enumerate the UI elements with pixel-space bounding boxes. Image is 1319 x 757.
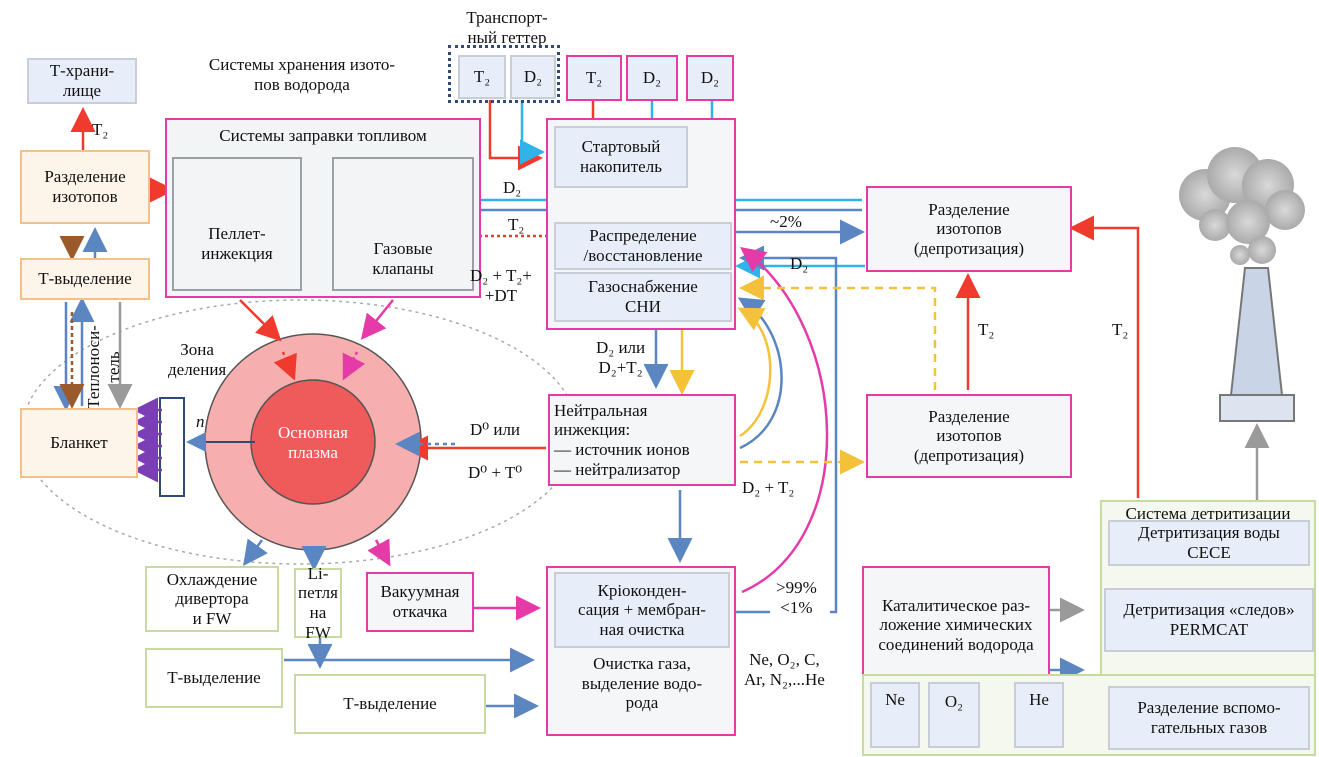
d2-back-label: D₂ xyxy=(790,254,809,273)
trace-detritiation-box: Детритизация «следов» PERMCAT xyxy=(1104,588,1314,652)
detritiation-title: Система детритизации xyxy=(1125,504,1291,523)
percent-label: >99% <1% xyxy=(776,578,817,617)
fission-zone-label: Зона деления xyxy=(168,340,227,379)
vacuum-pumping-box: Вакуумная откачка xyxy=(366,572,474,632)
gas-valves-box: Газовые клапаны xyxy=(332,157,474,291)
isotope-separation-left-box: Разделение изотопов xyxy=(20,150,150,224)
catalytic-decomposition-box: Каталитическое раз- ложение химических с… xyxy=(862,566,1050,684)
isotope-separation-top-box: Разделение изотопов (депротизация) xyxy=(866,186,1072,272)
heat-carrier-label: Теплоноси- тель xyxy=(84,325,123,409)
pellet-injection-box: Пеллет- инжекция xyxy=(172,157,302,291)
t2-mid-label: T₂ xyxy=(978,320,995,339)
li-loop-box: Li- петля на FW xyxy=(294,564,342,642)
t2-up-label: T₂ xyxy=(92,120,109,139)
neutron-label: n xyxy=(196,412,205,431)
he-box: He xyxy=(1014,682,1064,748)
t2-right-label: T₂ xyxy=(1112,320,1129,339)
neutral-injection-box: Нейтральная инжекция: — источник ионов —… xyxy=(548,394,736,486)
source-t2-box: T₂ xyxy=(566,55,622,101)
d2-t2-dt-label: D₂ + T₂+ +DT xyxy=(470,266,532,305)
storage-systems-label: Системы хранения изото- пов водорода xyxy=(208,55,396,94)
o2-box: O₂ xyxy=(928,682,980,748)
t2-pellet-label: T₂ xyxy=(508,215,525,234)
isotope-separation-mid-box: Разделение изотопов (депротизация) xyxy=(866,394,1072,478)
ne-box: Ne xyxy=(870,682,920,748)
aux-gas-separation-box: Разделение вспомо- гательных газов xyxy=(1108,686,1310,750)
transport-getter-frame xyxy=(448,45,560,103)
cryo-membrane-box: Крioконден- сация + мембран- ная очистка xyxy=(554,572,730,648)
blanket-box: Бланкет xyxy=(20,408,138,478)
d2-or-label: D₂ или D₂+T₂ xyxy=(596,338,646,377)
t-release-top-box: Т-выделение xyxy=(20,258,150,300)
chimney xyxy=(1229,267,1284,396)
d0-t0-label: D⁰ + T⁰ xyxy=(468,463,523,482)
fission-zone-bar xyxy=(159,397,185,497)
t-release-bottom-left-box: Т-выделение xyxy=(145,648,283,708)
d2-start-label: D₂ xyxy=(503,178,522,197)
distribution-box: Распределение /восстановление xyxy=(554,222,732,270)
core-plasma-label: Основная плазма xyxy=(278,423,348,462)
fuel-system-title: Системы заправки топливом xyxy=(219,126,427,145)
source-d2-a-box: D₂ xyxy=(626,55,678,101)
getter-d2-box: D₂ xyxy=(510,55,556,99)
d2-t2-label: D₂ + T₂ xyxy=(742,478,795,497)
d0-or-label: D⁰ или xyxy=(470,420,521,439)
gas-cleaning-label: Очистка газа, выделение водо- рода xyxy=(581,654,703,713)
impurities-label: Ne, O₂, C, Ar, N₂,...He xyxy=(744,650,825,689)
start-storage-box: Стартовый накопитель xyxy=(554,126,688,188)
gas-supply-box: Газоснабжение СНИ xyxy=(554,272,732,322)
water-detritiation-box: Детритизация воды CECE xyxy=(1108,520,1310,566)
t-release-bottom-mid-box: Т-выделение xyxy=(294,674,486,734)
divertor-cooling-box: Охлаждение дивертора и FW xyxy=(145,566,279,632)
two-percent-label: ~2% xyxy=(770,212,802,231)
getter-t2-box: T₂ xyxy=(458,55,506,99)
source-d2-b-box: D₂ xyxy=(686,55,734,101)
smoke-cloud xyxy=(1179,147,1305,265)
transport-getter-label: Транспорт- ный геттер xyxy=(466,8,548,47)
t-storage-box: Т-храни- лище xyxy=(27,58,137,104)
